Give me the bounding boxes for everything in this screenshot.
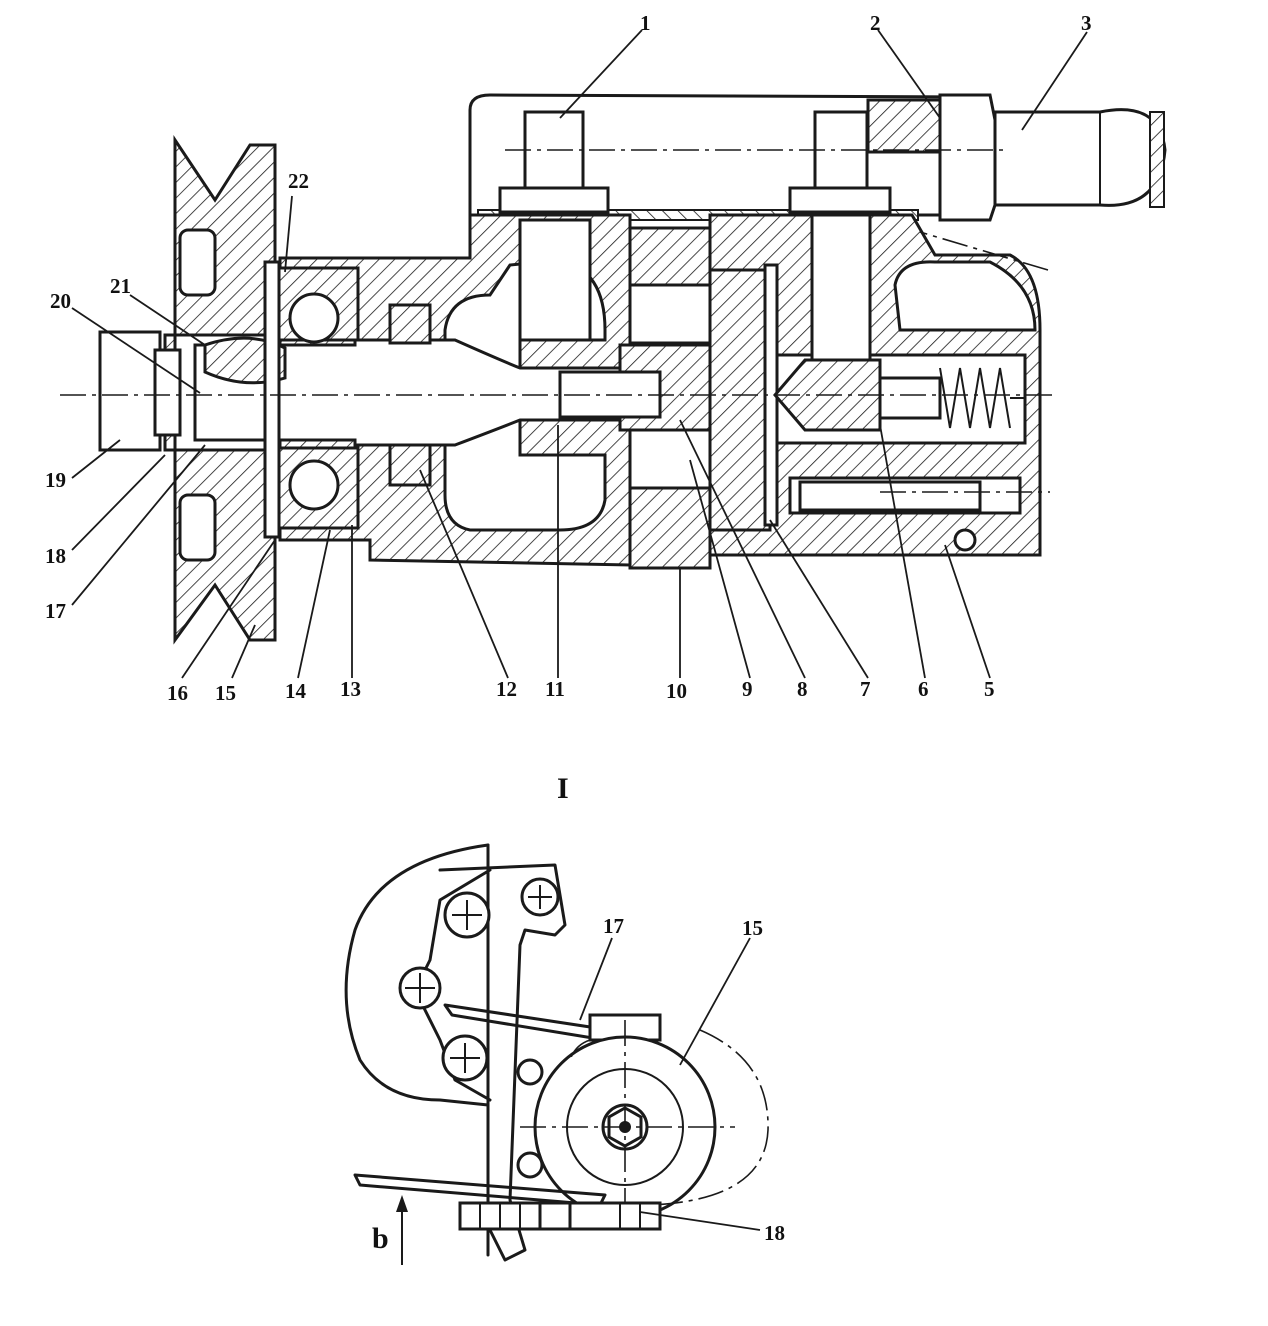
- callout-21: 21: [110, 274, 131, 298]
- callout-11: 11: [545, 677, 565, 701]
- pump-pulley: [520, 1020, 769, 1219]
- callout-13: 13: [340, 677, 361, 701]
- callout-7: 7: [860, 677, 871, 701]
- pulley-web-1: [178, 228, 217, 297]
- callout-19: 19: [45, 468, 66, 492]
- view-title: I: [557, 772, 569, 805]
- callout-5: 5: [984, 677, 995, 701]
- bolt-2: [788, 110, 892, 367]
- callout-1: 1: [640, 11, 651, 35]
- callout-15: 15: [215, 681, 236, 705]
- mounting-plate: [438, 863, 567, 1262]
- callout-20: 20: [50, 289, 71, 313]
- pump-cross-section: [60, 93, 1167, 645]
- callout-22: 22: [288, 169, 309, 193]
- shaft-nut: [98, 330, 162, 452]
- upper-cover: [468, 93, 977, 217]
- bolt-group: [398, 877, 560, 1179]
- rotor-pack: [558, 226, 779, 570]
- bottom-leaders: [579, 937, 761, 1231]
- callout-17: 17: [45, 599, 66, 623]
- callout-3: 3: [1081, 11, 1092, 35]
- mounting-view: [344, 843, 769, 1265]
- callout-8: 8: [797, 677, 808, 701]
- callout-10: 10: [666, 679, 687, 703]
- bottom-callouts: 17 15 18 b: [372, 914, 785, 1255]
- callout-9: 9: [742, 677, 753, 701]
- o-ring: [953, 528, 977, 552]
- ball-bearing: [263, 260, 360, 539]
- tension-rod: [443, 1003, 612, 1042]
- callout-17-bottom: 17: [603, 914, 624, 938]
- outlet-fitting: [866, 93, 1167, 222]
- top-callouts: 1 2 3 5 6 7 8 9 10 11 12 13 14 15 16 17 …: [45, 11, 1092, 705]
- callout-14: 14: [285, 679, 307, 703]
- pulley-web-2: [178, 493, 217, 562]
- bracket-shield: [344, 843, 490, 1107]
- direction-label: b: [372, 1222, 389, 1255]
- bolt-1: [498, 110, 610, 342]
- shaft-washer: [153, 348, 182, 437]
- callout-15-bottom: 15: [742, 916, 763, 940]
- callout-2: 2: [870, 11, 881, 35]
- callout-12: 12: [496, 677, 517, 701]
- top-leaders: [71, 29, 1088, 679]
- callout-16: 16: [167, 681, 188, 705]
- callout-18-bottom: 18: [764, 1221, 785, 1245]
- callout-18: 18: [45, 544, 66, 568]
- cavity-right: [893, 260, 1037, 332]
- callout-6: 6: [918, 677, 929, 701]
- relief-valve: [773, 358, 1025, 432]
- valve-spring: [939, 367, 1011, 429]
